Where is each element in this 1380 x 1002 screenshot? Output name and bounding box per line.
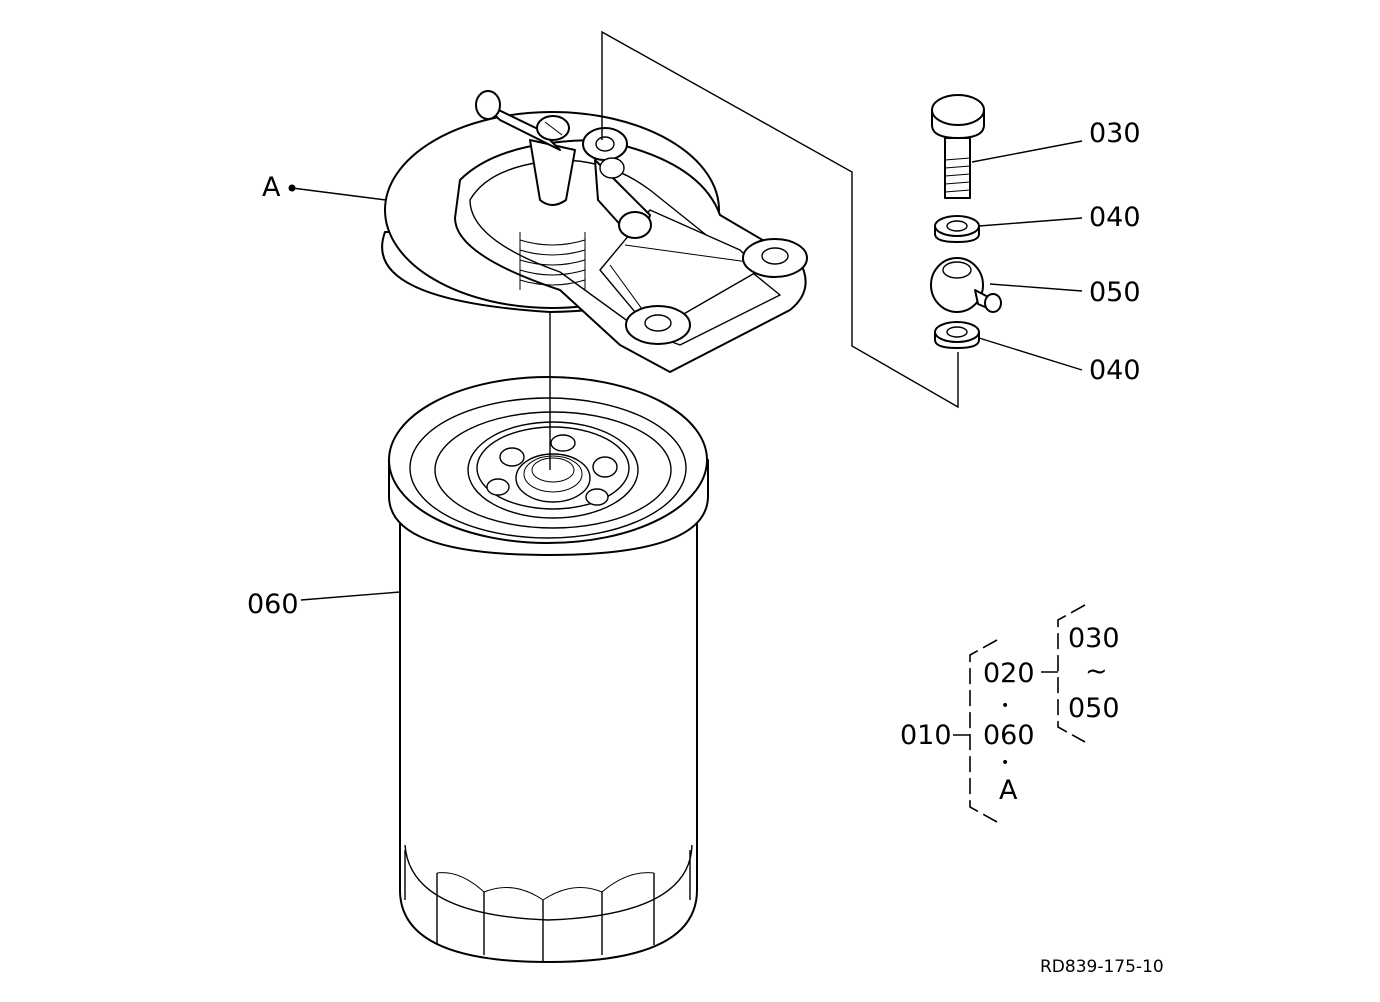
assembly-a: A: [999, 775, 1018, 806]
filter-cartridge: [388, 376, 709, 963]
drawing-reference: RD839-175-10: [1040, 957, 1164, 977]
assembly-range-mark: ~: [1085, 656, 1108, 687]
assembly-filter: 060: [983, 720, 1035, 751]
lower-washer: [934, 321, 980, 349]
assembly-breakdown: 010 020 030 ~ 050 • 060 • A: [900, 604, 1120, 823]
filter-head: [381, 90, 808, 373]
assembly-lines: [549, 30, 959, 470]
assembly-group: 020: [983, 658, 1035, 689]
assembly-sub-start: 030: [1068, 623, 1120, 654]
callout-050: 050: [1089, 277, 1141, 308]
assembly-dot-1: •: [1001, 698, 1009, 714]
callout-040-upper: 040: [1089, 202, 1141, 233]
assembly-dot-2: •: [1001, 755, 1009, 771]
callout-060: 060: [247, 589, 299, 620]
assembly-root: 010: [900, 720, 952, 751]
upper-washer: [934, 215, 980, 243]
leader-lines: [288, 140, 1083, 601]
callout-a: A: [262, 172, 281, 203]
banjo-fitting: [930, 257, 1002, 313]
callout-030: 030: [1089, 118, 1141, 149]
banjo-bolt: [931, 94, 985, 199]
assembly-sub-end: 050: [1068, 693, 1120, 724]
callout-040-lower: 040: [1089, 355, 1141, 386]
